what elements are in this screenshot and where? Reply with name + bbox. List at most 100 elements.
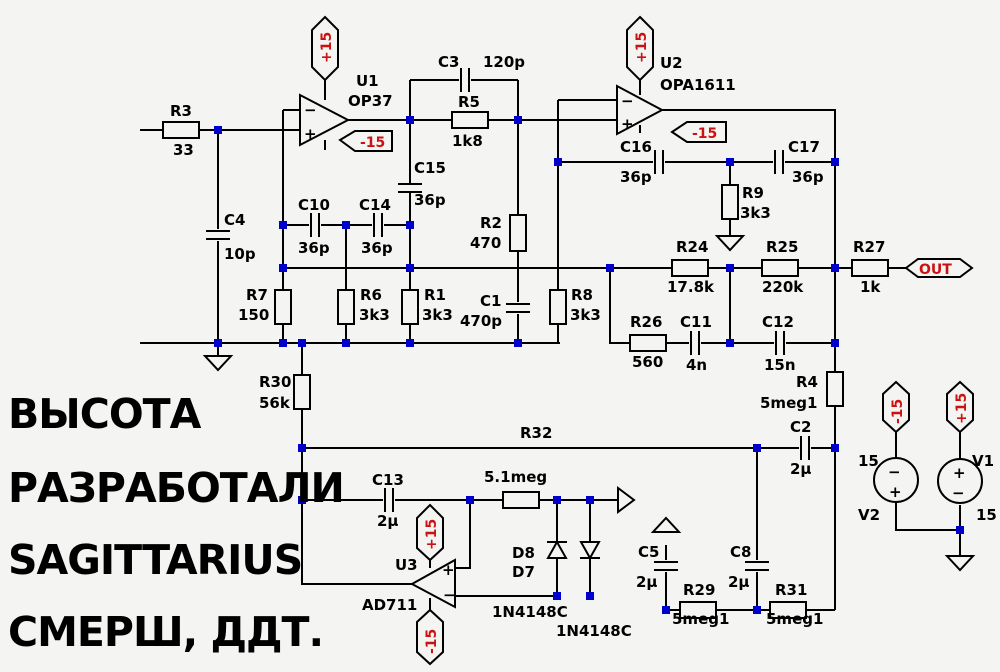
- label-c13-value: 2µ: [377, 512, 398, 530]
- label-c11-value: 4n: [686, 356, 707, 374]
- label-r5-value: 1k8: [452, 132, 483, 150]
- label-c2-value: 2µ: [790, 460, 811, 478]
- resistor-r3: [162, 121, 200, 139]
- label-v1-value: 15: [976, 506, 997, 524]
- label-c3-value: 120p: [483, 53, 525, 71]
- label-r26-value: 560: [632, 353, 663, 371]
- svg-text:−: −: [888, 463, 901, 481]
- capacitor-c4: [206, 229, 230, 241]
- label-r8-value: 3k3: [570, 306, 601, 324]
- resistor-r7: [274, 289, 292, 325]
- svg-text:+: +: [304, 125, 317, 143]
- label-r24: R24: [676, 238, 708, 256]
- capacitor-c17: [773, 150, 785, 174]
- svg-text:+15: +15: [954, 393, 970, 424]
- label-u2: U2: [660, 54, 683, 72]
- overlay-line-1: ВЫСОТА: [8, 390, 202, 438]
- overlay-line-3: SAGITTARIUS: [8, 536, 302, 584]
- label-c10-value: 36p: [298, 239, 330, 257]
- flag-u1-plus15: +15: [311, 15, 339, 82]
- resistor-5meg: [502, 491, 540, 509]
- resistor-r27: [851, 259, 889, 277]
- label-r3: R3: [170, 102, 192, 120]
- label-r4-value: 5meg1: [760, 394, 817, 412]
- resistor-r8: [549, 289, 567, 325]
- label-r1-value: 3k3: [422, 306, 453, 324]
- label-c5: C5: [638, 543, 659, 561]
- capacitor-c13: [383, 488, 395, 512]
- label-c14: C14: [359, 196, 391, 214]
- svg-text:−: −: [443, 586, 456, 604]
- label-c10: C10: [298, 196, 330, 214]
- capacitor-c1: [506, 302, 530, 314]
- flag-v1-plus15: +15: [946, 380, 974, 434]
- capacitor-c5: [654, 560, 678, 572]
- overlay-credits: ВЫСОТА РАЗРАБОТАЛИ SAGITTARIUS СМЕРШ, ДД…: [8, 390, 345, 656]
- capacitor-c10: [309, 213, 321, 237]
- opamps: − + − + + −: [299, 80, 665, 610]
- label-d8-value: 1N4148C: [492, 603, 568, 621]
- label-r32: R32: [520, 424, 552, 442]
- svg-text:+15: +15: [319, 32, 335, 63]
- capacitor-c16: [653, 150, 665, 174]
- label-c11: C11: [680, 313, 712, 331]
- label-u3-value: AD711: [362, 596, 417, 614]
- label-c8: C8: [730, 543, 751, 561]
- svg-text:OUT: OUT: [919, 262, 952, 278]
- grounds: [202, 219, 976, 572]
- flag-out: OUT: [904, 258, 974, 278]
- junctions: [214, 116, 964, 614]
- label-r30-value: 56k: [259, 394, 291, 412]
- resistors: [162, 111, 889, 619]
- capacitor-c12: [774, 331, 786, 355]
- svg-text:−: −: [952, 484, 965, 502]
- capacitor-c11: [689, 331, 701, 355]
- svg-text:−: −: [621, 92, 634, 110]
- label-c1: C1: [480, 292, 501, 310]
- label-u1: U1: [356, 72, 379, 90]
- resistor-r2: [509, 214, 527, 252]
- flag-u3-plus15: +15: [416, 503, 444, 562]
- overlay-line-2: РАЗРАБОТАЛИ: [8, 464, 344, 512]
- label-c13: C13: [372, 471, 404, 489]
- label-c4: C4: [224, 211, 245, 229]
- label-r1: R1: [424, 286, 446, 304]
- label-u1-value: OP37: [348, 92, 393, 110]
- label-r25: R25: [766, 238, 798, 256]
- label-c14-value: 36p: [361, 239, 393, 257]
- resistor-r6: [337, 289, 355, 325]
- resistor-r9: [721, 184, 739, 220]
- label-c1-value: 470p: [460, 312, 502, 330]
- diodes: [546, 539, 601, 561]
- flag-u1-minus15: -15: [338, 130, 393, 152]
- label-u3: U3: [395, 556, 418, 574]
- label-r9: R9: [742, 184, 764, 202]
- label-d7: D7: [512, 563, 535, 581]
- label-c8-value: 2µ: [728, 573, 749, 591]
- diode-d7: [579, 541, 601, 561]
- label-r24-value: 17.8k: [667, 278, 715, 296]
- svg-text:+15: +15: [634, 32, 650, 63]
- label-c3: C3: [438, 53, 459, 71]
- capacitor-c3: [459, 68, 471, 92]
- opamp-u1: − +: [299, 80, 351, 150]
- svg-text:+: +: [621, 115, 634, 133]
- capacitor-c2: [799, 436, 811, 460]
- label-v2: V2: [858, 506, 880, 524]
- label-r26: R26: [630, 313, 662, 331]
- resistor-r31: [769, 601, 807, 619]
- label-c17: C17: [788, 138, 820, 156]
- label-r2-value: 470: [470, 234, 501, 252]
- source-v2: − +: [873, 457, 919, 503]
- label-r6-value: 3k3: [359, 306, 390, 324]
- label-u2-value: OPA1611: [660, 76, 736, 94]
- label-r2: R2: [480, 214, 502, 232]
- opamp-u3: + −: [409, 555, 456, 610]
- label-r30: R30: [259, 373, 291, 391]
- svg-text:+: +: [889, 483, 902, 501]
- overlay-line-4: СМЕРШ, ДДТ.: [8, 608, 323, 656]
- svg-text:+: +: [953, 464, 966, 482]
- label-r7-value: 150: [238, 306, 269, 324]
